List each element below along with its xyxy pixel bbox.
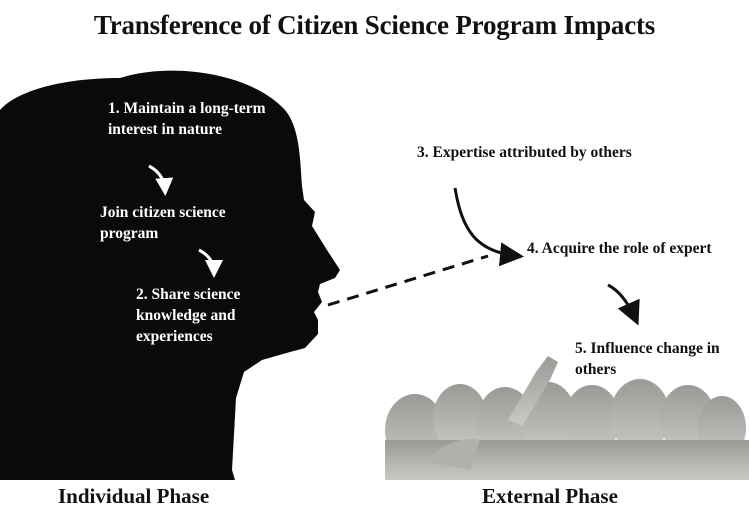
step1-label: 1. Maintain a long-term interest in natu… xyxy=(108,100,266,138)
step2-label: 2. Share science knowledge and experienc… xyxy=(136,286,241,345)
crowd-silhouette-icon xyxy=(385,356,749,480)
external-phase-label: External Phase xyxy=(482,484,618,508)
arrow-step1-to-join xyxy=(148,164,174,196)
arrow-join-to-step2 xyxy=(198,248,223,278)
arrow-step3-to-step4 xyxy=(453,187,524,267)
individual-phase-label: Individual Phase xyxy=(58,484,210,508)
arrow-step4-to-step5 xyxy=(607,283,640,326)
step4-label: 4. Acquire the role of expert xyxy=(527,240,712,257)
head-silhouette-icon xyxy=(0,70,340,480)
step5-label: 5. Influence change in others xyxy=(575,340,720,378)
step3-label: 3. Expertise attributed by others xyxy=(417,144,632,161)
diagram-title: Transference of Citizen Science Program … xyxy=(93,10,656,40)
join-program-label: Join citizen science program xyxy=(100,204,226,242)
dashed-connector xyxy=(327,254,489,307)
